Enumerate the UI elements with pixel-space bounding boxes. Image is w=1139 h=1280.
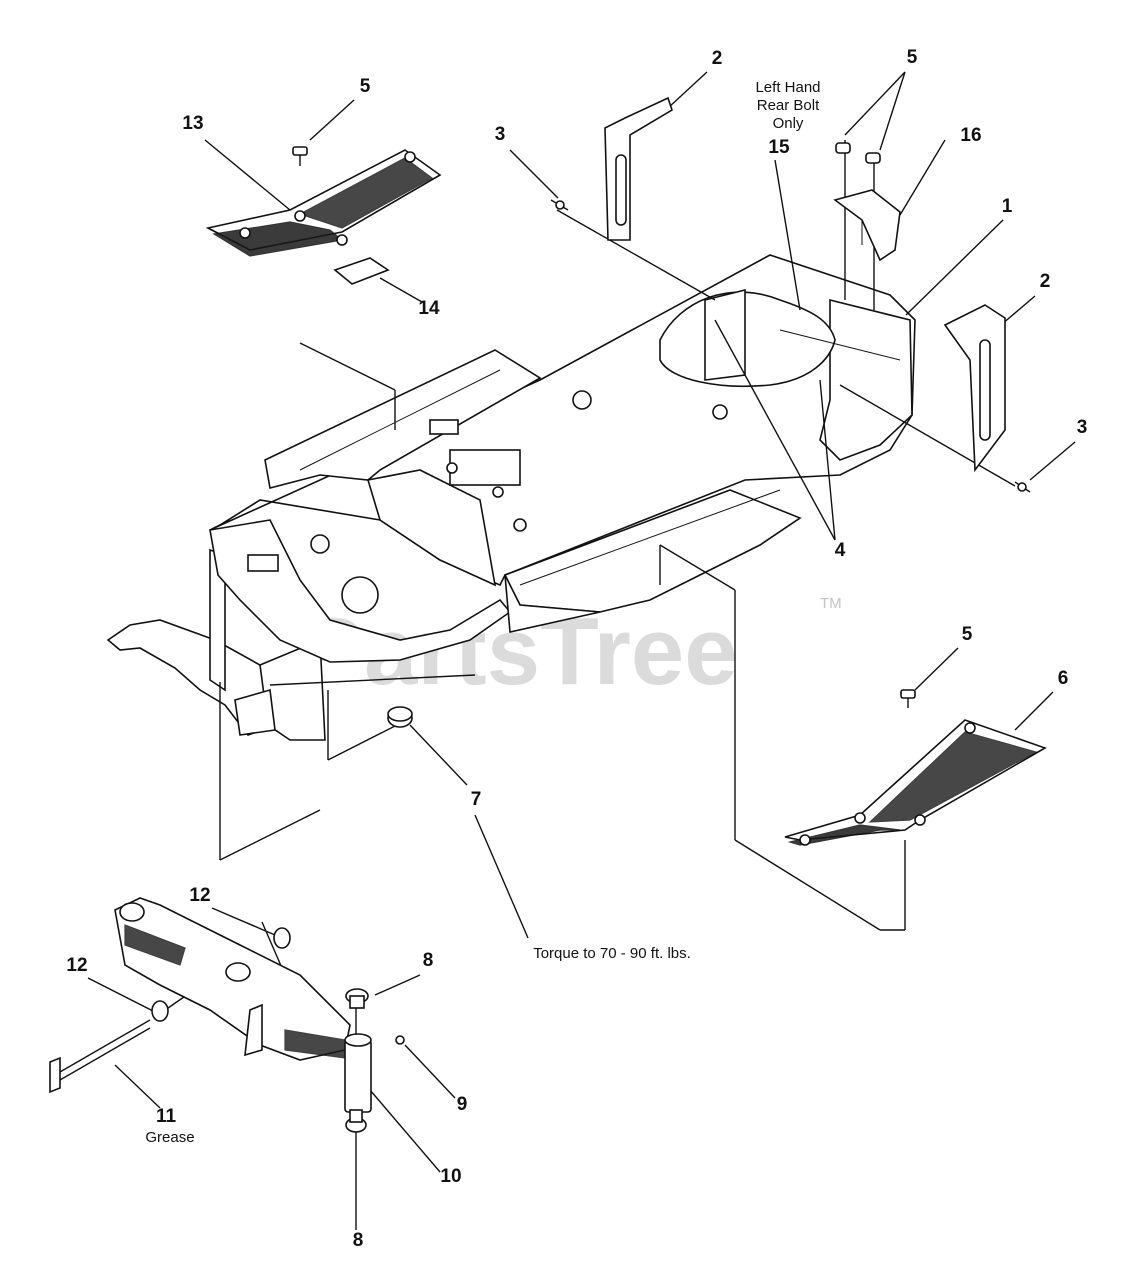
note-grease: Grease bbox=[145, 1129, 194, 1146]
front-axle bbox=[114, 897, 351, 1061]
callout-12-17: 12 bbox=[66, 955, 87, 976]
side-bracket-2-top bbox=[604, 96, 673, 241]
bushing-8-bottom bbox=[345, 1109, 367, 1133]
left-footrest-13 bbox=[205, 149, 442, 257]
callout-16-21: 16 bbox=[960, 125, 981, 146]
screw-5-bottom bbox=[900, 689, 916, 708]
washer-12-lower bbox=[151, 1000, 169, 1022]
note-left-hand-2: Rear Bolt bbox=[757, 97, 820, 114]
bolt-3-right bbox=[1014, 481, 1031, 493]
callout-8-12: 8 bbox=[353, 1230, 364, 1251]
bracket-16 bbox=[833, 189, 901, 262]
callout-7-10: 7 bbox=[471, 789, 482, 810]
callout-12-16: 12 bbox=[189, 885, 210, 906]
plate-14 bbox=[333, 257, 390, 285]
screw-5-left bbox=[292, 146, 308, 166]
note-left-hand-3: Only bbox=[773, 115, 804, 132]
callout-3-4: 3 bbox=[1077, 417, 1088, 438]
main-frame bbox=[106, 254, 916, 741]
right-footrest-6 bbox=[784, 719, 1047, 846]
callout-5-6: 5 bbox=[360, 76, 371, 97]
spindle-10 bbox=[344, 1033, 372, 1113]
callout-2-2: 2 bbox=[1040, 271, 1051, 292]
callout-2-1: 2 bbox=[712, 48, 723, 69]
callout-8-11: 8 bbox=[423, 950, 434, 971]
nut-7 bbox=[387, 706, 413, 728]
watermark-trademark: TM bbox=[820, 595, 842, 612]
washer-12-upper bbox=[273, 927, 291, 949]
side-bracket-2-right bbox=[943, 304, 1006, 473]
callout-9-13: 9 bbox=[457, 1094, 468, 1115]
pivot-bolt-11 bbox=[49, 1019, 151, 1094]
callout-5-8: 5 bbox=[962, 624, 973, 645]
leader-lines bbox=[87, 71, 1076, 1230]
note-torque: Torque to 70 - 90 ft. lbs. bbox=[533, 945, 691, 962]
grease-fitting-9 bbox=[395, 1035, 405, 1045]
bushing-8-top bbox=[345, 988, 369, 1009]
callout-4-5: 4 bbox=[835, 540, 846, 561]
callout-10-14: 10 bbox=[440, 1166, 461, 1187]
callout-3-3: 3 bbox=[495, 124, 506, 145]
screws-5-right bbox=[835, 142, 881, 164]
callout-5-7: 5 bbox=[907, 47, 918, 68]
callout-1-0: 1 bbox=[1002, 196, 1013, 217]
callout-14-19: 14 bbox=[418, 298, 440, 319]
callout-15-20: 15 bbox=[768, 137, 790, 158]
note-left-hand-1: Left Hand bbox=[755, 79, 820, 96]
callout-13-18: 13 bbox=[182, 113, 203, 134]
bolt-3-top bbox=[550, 199, 569, 211]
callout-6-9: 6 bbox=[1058, 668, 1069, 689]
callout-11-15: 11 bbox=[156, 1106, 177, 1127]
